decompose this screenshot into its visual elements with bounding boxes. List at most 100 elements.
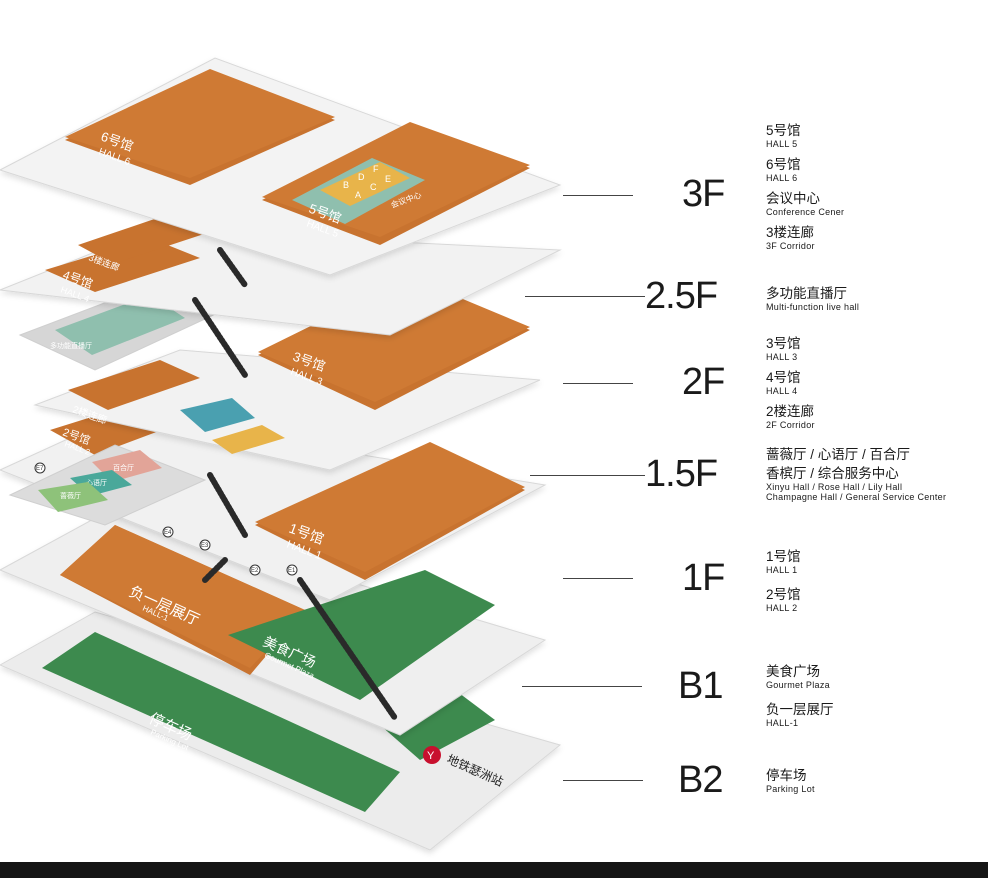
legend-en: HALL 1 xyxy=(766,565,798,575)
legend-2-5f: 多功能直播厅 Multi-function live hall xyxy=(766,286,859,312)
legend-2f: 3号馆 HALL 3 4号馆 HALL 4 2楼连廊 2F Corridor xyxy=(766,336,815,430)
conf-letter-e: E xyxy=(385,174,391,184)
floor-3f-lower: 4号馆 HALL 4 3楼连廊 xyxy=(0,212,562,336)
conf-letter-f: F xyxy=(373,164,379,174)
legend-1f: 1号馆 HALL 1 2号馆 HALL 2 xyxy=(766,549,801,613)
legend-item: 美食广场 Gourmet Plaza xyxy=(766,664,834,690)
legend-item: 2楼连廊 2F Corridor xyxy=(766,404,815,430)
legend-item: 1号馆 HALL 1 xyxy=(766,549,801,575)
legend-item: 4号馆 HALL 4 xyxy=(766,370,815,396)
floor-b2: 停车场 Parking Lot Y 地铁瑟洲站 xyxy=(0,611,562,851)
legend-en: 2F Corridor xyxy=(766,420,815,430)
legend-en: HALL-1 xyxy=(766,718,799,728)
legend-cn: 美食广场 xyxy=(766,664,820,679)
legend-cn: 会议中心 xyxy=(766,191,820,206)
floor-name-b2: B2 xyxy=(678,759,723,801)
floor-line-2f xyxy=(563,383,633,384)
gate-e7-icon xyxy=(34,462,46,474)
legend-item: 3号馆 HALL 3 xyxy=(766,336,815,362)
conference-inner xyxy=(320,162,410,206)
live-hall-label: 多功能直播厅 xyxy=(50,341,92,350)
escalator-main xyxy=(297,577,398,721)
isometric-building-map: 停车场 Parking Lot Y 地铁瑟洲站 负一层展厅 HALL-1 美食广… xyxy=(0,57,562,851)
gate-e3-label: E3 xyxy=(201,543,209,549)
legend-item: 3楼连廊 3F Corridor xyxy=(766,225,844,251)
parking-lot-zone-right xyxy=(380,690,495,760)
legend-en: HALL 3 xyxy=(766,352,798,362)
hall6-top xyxy=(65,69,335,178)
parking-lot-zone xyxy=(42,632,400,812)
escalator-1f xyxy=(202,557,228,583)
floor-name-2-5f: 2.5F xyxy=(645,275,718,317)
metro-icon-glyph: Y xyxy=(427,750,435,762)
floor-line-b1 xyxy=(522,686,642,687)
champagne-zone xyxy=(212,425,285,454)
gate-e1-icon xyxy=(286,564,298,576)
escalator-2f xyxy=(192,297,248,378)
legend-cn: 5号馆 xyxy=(766,123,801,138)
legend-cn: 2号馆 xyxy=(766,587,801,602)
legend-cn: 蔷薇厅 / 心语厅 / 百合厅 xyxy=(766,447,911,462)
rose2-hall-label: 蔷薇厅 xyxy=(60,491,81,500)
floor-line-1f xyxy=(563,578,633,579)
legend-cn: 香槟厅 / 综合服务中心 xyxy=(766,466,899,481)
escalator-3f xyxy=(217,247,248,288)
hall3-top xyxy=(258,277,530,402)
legend-en: Xinyu Hall / Rose Hall / Lily Hall xyxy=(766,482,903,492)
legend-en: HALL 2 xyxy=(766,603,798,613)
legend-cn: 3楼连廊 xyxy=(766,225,815,240)
live-hall-zone xyxy=(55,295,185,355)
legend-cn: 负一层展厅 xyxy=(766,702,834,717)
legend-cn: 2楼连廊 xyxy=(766,404,815,419)
legend-item: 6号馆 HALL 6 xyxy=(766,157,844,183)
floor-line-2-5f xyxy=(525,296,645,297)
floor-b1: 负一层展厅 HALL-1 美食广场 Gourmet Plaza xyxy=(0,509,547,736)
escalators xyxy=(192,247,398,721)
floor-line-1-5f xyxy=(530,475,645,476)
floor-line-3f xyxy=(563,195,633,196)
gate-e2-icon xyxy=(249,564,261,576)
legend-item: 2号馆 HALL 2 xyxy=(766,587,801,613)
gate-e7-label: E7 xyxy=(36,466,44,472)
legend-en: Champagne Hall / General Service Center xyxy=(766,492,947,502)
legend-en: HALL 4 xyxy=(766,386,798,396)
gate-e4-icon xyxy=(162,526,174,538)
legend-en: Gourmet Plaza xyxy=(766,680,830,690)
rose-garden-zone xyxy=(38,482,108,512)
gourmet-plaza-zone xyxy=(228,570,495,700)
legend-cn: 1号馆 xyxy=(766,549,801,564)
legend-cn: 多功能直播厅 xyxy=(766,286,847,301)
lily-hall-label: 百合厅 xyxy=(113,463,134,472)
xinyu-hall-label: 心语厅 xyxy=(86,478,107,487)
legend-item: 会议中心 Conference Cener xyxy=(766,191,844,217)
floor-line-b2 xyxy=(563,780,643,781)
legend-b2: 停车场 Parking Lot xyxy=(766,768,815,794)
hall4-block xyxy=(45,238,200,292)
service-center-zone xyxy=(180,398,255,432)
legend-1-5f: 蔷薇厅 / 心语厅 / 百合厅 香槟厅 / 综合服务中心 Xinyu Hall … xyxy=(766,447,946,502)
gate-e2-label: E2 xyxy=(251,568,259,574)
floor-1-5f: 百合厅 心语厅 蔷薇厅 xyxy=(8,444,207,526)
legend-en: 3F Corridor xyxy=(766,241,815,251)
legend-cn: 停车场 xyxy=(766,768,807,783)
legend-b1: 美食广场 Gourmet Plaza 负一层展厅 HALL-1 xyxy=(766,664,834,728)
legend-en: Parking Lot xyxy=(766,784,815,794)
hall1-top xyxy=(255,442,525,572)
legend-en: HALL 6 xyxy=(766,173,798,183)
floor-name-3f: 3F xyxy=(682,173,725,215)
legend-3f: 5号馆 HALL 5 6号馆 HALL 6 会议中心 Conference Ce… xyxy=(766,123,844,251)
bottom-bar xyxy=(0,862,988,878)
legend-cn: 4号馆 xyxy=(766,370,801,385)
conf-letter-d: D xyxy=(358,172,365,182)
gate-e1-label: E1 xyxy=(288,568,296,574)
corridor-2f-block xyxy=(68,360,200,410)
floor-3f: 6号馆 HALL 6 B D F A C E 会议中心 5号馆 HALL 5 xyxy=(0,57,562,276)
conf-letter-b: B xyxy=(343,180,349,190)
legend-item: 5号馆 HALL 5 xyxy=(766,123,844,149)
legend-cn: 3号馆 xyxy=(766,336,801,351)
conf-letter-c: C xyxy=(370,182,377,192)
legend-item: 负一层展厅 HALL-1 xyxy=(766,702,834,728)
legend-en: Conference Cener xyxy=(766,207,845,217)
legend-cn: 6号馆 xyxy=(766,157,801,172)
floor-2f: 3号馆 HALL 3 2楼连廊 xyxy=(33,277,541,471)
